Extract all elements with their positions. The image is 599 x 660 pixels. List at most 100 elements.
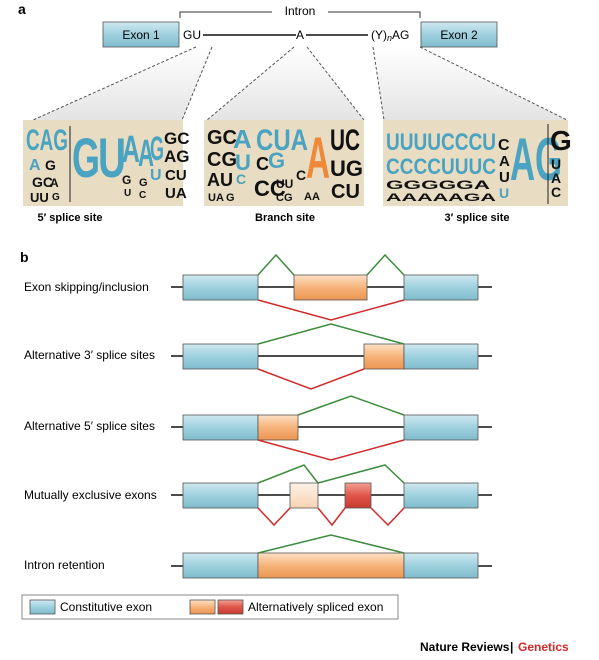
svg-text:AA: AA (304, 191, 320, 203)
constitutive-exon (182, 414, 259, 441)
svg-text:A: A (138, 133, 154, 175)
svg-text:A: A (50, 176, 59, 190)
svg-text:UG: UG (330, 156, 363, 181)
intron-label-bg (272, 4, 328, 18)
constitutive-exon (182, 482, 259, 509)
svg-text:U: U (499, 185, 509, 201)
svg-text:CU: CU (331, 181, 360, 203)
svg-text:G: G (45, 157, 56, 173)
svg-text:UU: UU (30, 190, 49, 205)
row-label-mutually-exclusive: Mutually exclusive exons (24, 488, 157, 502)
row-label-exon-skipping: Exon skipping/inclusion (24, 280, 149, 294)
svg-text:U: U (98, 126, 126, 189)
svg-text:CG: CG (207, 149, 237, 171)
five-prime-title: 5′ splice site (37, 212, 102, 224)
constitutive-exon (403, 274, 479, 301)
svg-text:U: U (150, 167, 162, 184)
svg-text:UA: UA (208, 192, 224, 204)
exon1-label: Exon 1 (122, 28, 160, 42)
svg-text:A: A (122, 129, 140, 171)
legend-alternative: Alternatively spliced exon (248, 600, 383, 614)
svg-text:C: C (236, 171, 246, 187)
branch-title: Branch site (255, 212, 315, 224)
legend-constitutive: Constitutive exon (60, 600, 152, 614)
exon-b-splice-path (317, 507, 346, 527)
proximal-splice-path (257, 368, 365, 390)
svg-text:CU: CU (165, 167, 187, 184)
distal-splice-path (297, 395, 405, 416)
alternative-exon (363, 343, 405, 370)
svg-text:A: A (29, 157, 41, 174)
svg-text:AU: AU (207, 170, 233, 190)
intron-label: Intron (285, 4, 316, 18)
exon1-box (102, 21, 180, 48)
footer-journal: Nature Reviews (420, 640, 510, 654)
svg-text:UUUUCCCU: UUUUCCCU (386, 129, 496, 156)
svg-text:G: G (226, 192, 235, 204)
row-label-intron-retention: Intron retention (24, 558, 105, 572)
footer-separator: | (510, 640, 513, 654)
alternative-exon-red (344, 482, 372, 509)
alternative-exon (293, 274, 368, 301)
constitutive-exon (182, 552, 259, 579)
svg-text:AG: AG (510, 126, 562, 193)
svg-text:C: C (498, 137, 510, 154)
svg-text:UU: UU (276, 177, 293, 191)
row-label-alt-3prime: Alternative 3′ splice sites (24, 348, 155, 362)
logo-branch-box (204, 120, 364, 206)
legend-swatch-alt-orange (189, 599, 216, 615)
svg-text:U: U (124, 188, 131, 199)
distal-splice-path (257, 323, 405, 345)
exon-b-splice-path (257, 507, 291, 527)
inclusion-splice-path (366, 253, 405, 276)
svg-text:U: U (551, 156, 561, 172)
legend-swatch-constitutive (29, 599, 56, 615)
branch-a-label: A (296, 28, 304, 42)
panel-b-label: b (20, 249, 29, 265)
svg-text:G: G (550, 125, 572, 156)
inclusion-splice-path (257, 253, 295, 276)
alternative-exon-pale (289, 482, 319, 509)
svg-text:CG: CG (276, 192, 293, 204)
svg-text:G: G (52, 192, 60, 203)
logo-branch: GC CG AU UA G A U C CUA C G CC UU CG C A… (207, 124, 363, 204)
svg-text:C: C (256, 154, 269, 174)
svg-text:C: C (551, 184, 561, 200)
logo-3prime-box (383, 120, 568, 206)
constitutive-exon (403, 552, 479, 579)
svg-text:U: U (499, 169, 510, 186)
gu-label: GU (183, 28, 201, 42)
constitutive-exon (403, 414, 479, 441)
funnel-5prime (33, 47, 212, 120)
svg-text:G: G (139, 177, 148, 189)
exon-a-splice-path (317, 464, 405, 484)
svg-text:UC: UC (330, 124, 360, 157)
exon-a-splice-path (257, 464, 319, 484)
skipping-splice-path (257, 299, 405, 321)
row-label-alt-5prime: Alternative 5′ splice sites (24, 419, 155, 433)
svg-text:A: A (551, 170, 561, 186)
svg-text:GC: GC (164, 129, 190, 148)
svg-text:A: A (306, 126, 330, 191)
poly-y-ag-label: (Y)nAG (371, 28, 409, 43)
svg-text:U: U (235, 150, 251, 175)
svg-text:AG: AG (164, 147, 190, 166)
svg-text:G: G (268, 148, 285, 173)
svg-text:GC: GC (207, 127, 237, 149)
legend-swatch-alt-red (217, 599, 244, 615)
svg-text:AAAAAGA: AAAAAGA (386, 192, 496, 204)
svg-text:A: A (499, 153, 510, 170)
alternative-exon (257, 414, 299, 441)
svg-text:GGGGGA: GGGGGA (386, 178, 491, 192)
constitutive-exon (403, 343, 479, 370)
retained-intron (257, 552, 405, 579)
footer-section: Genetics (518, 640, 569, 654)
svg-text:GC: GC (32, 174, 53, 190)
svg-text:G: G (122, 173, 131, 187)
svg-text:CC: CC (254, 176, 286, 201)
exon-b-splice-path (370, 507, 405, 527)
funnel-branch (207, 47, 364, 120)
funnel-3prime (373, 47, 567, 120)
svg-text:G: G (72, 126, 100, 189)
